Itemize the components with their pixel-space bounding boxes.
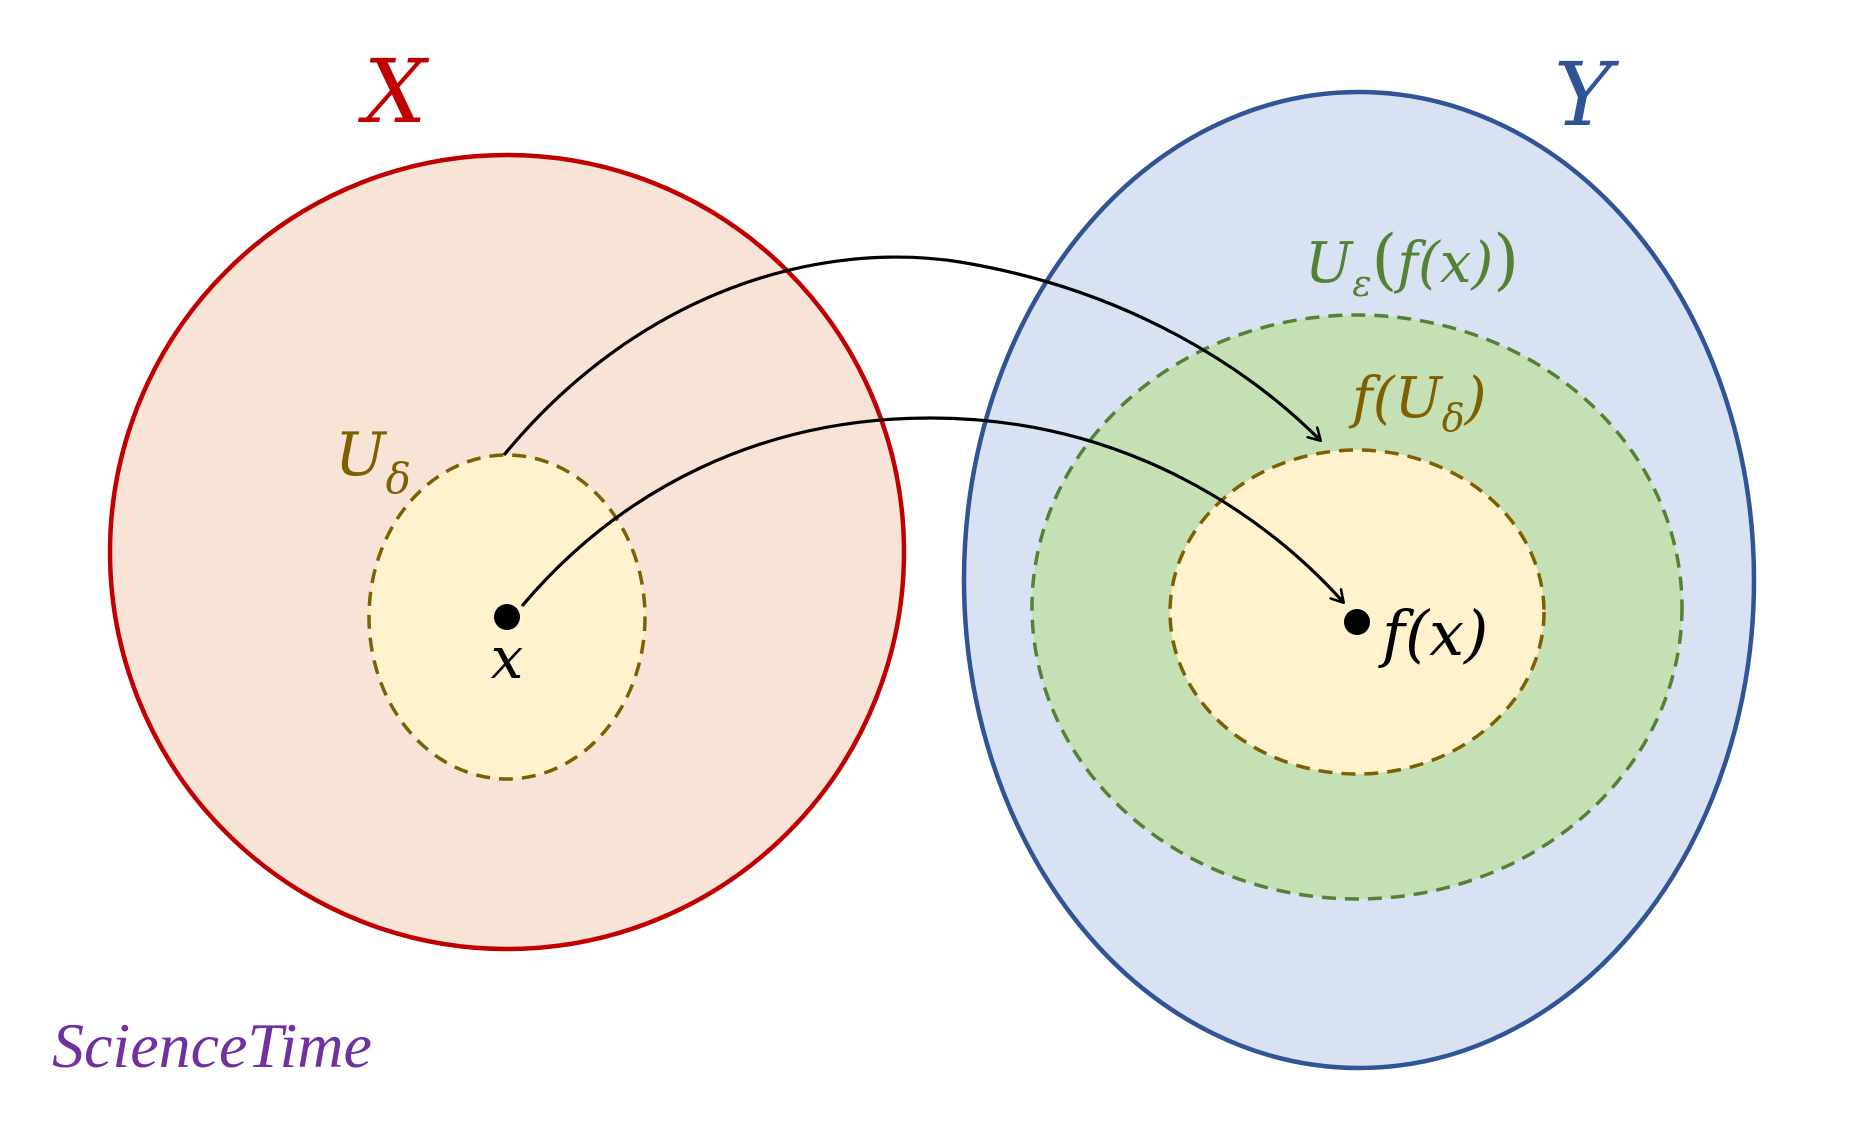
image-u-delta-prefix: f( (1348, 366, 1396, 431)
set-y-label: Y (1554, 43, 1620, 146)
u-epsilon-letter: U (1305, 231, 1354, 296)
image-u-delta-subscript: δ (1442, 396, 1465, 440)
u-delta-label: Uδ (335, 420, 411, 503)
image-u-delta-letter: U (1395, 366, 1444, 431)
u-epsilon-argument: f(x) (1393, 231, 1493, 296)
set-x-outline (107, 152, 907, 952)
u-delta-outline (367, 453, 647, 781)
point-x (494, 604, 520, 630)
image-u-delta-outline (1168, 448, 1546, 776)
u-epsilon-open-paren: ( (1372, 221, 1398, 298)
u-delta-subscript: δ (386, 454, 411, 503)
point-x-label: x (491, 624, 524, 692)
set-x-label: X (358, 40, 430, 143)
u-epsilon-outline (1030, 313, 1684, 901)
point-fx-label: f(x) (1378, 597, 1488, 670)
arrow-x-to-fx (520, 416, 1343, 608)
u-epsilon-subscript: ε (1352, 264, 1371, 305)
u-delta-letter: U (335, 420, 388, 490)
arrow-u-delta-to-image (502, 255, 1320, 457)
image-u-delta-label: f(Uδ) (1348, 366, 1487, 440)
watermark-label: ScienceTime (52, 1010, 372, 1081)
u-epsilon-close-paren: ) (1493, 221, 1519, 298)
point-fx (1344, 609, 1370, 635)
u-epsilon-label: Uε(f(x)) (1305, 221, 1519, 305)
set-y-outline (961, 89, 1757, 1071)
image-u-delta-suffix: ) (1464, 366, 1487, 431)
